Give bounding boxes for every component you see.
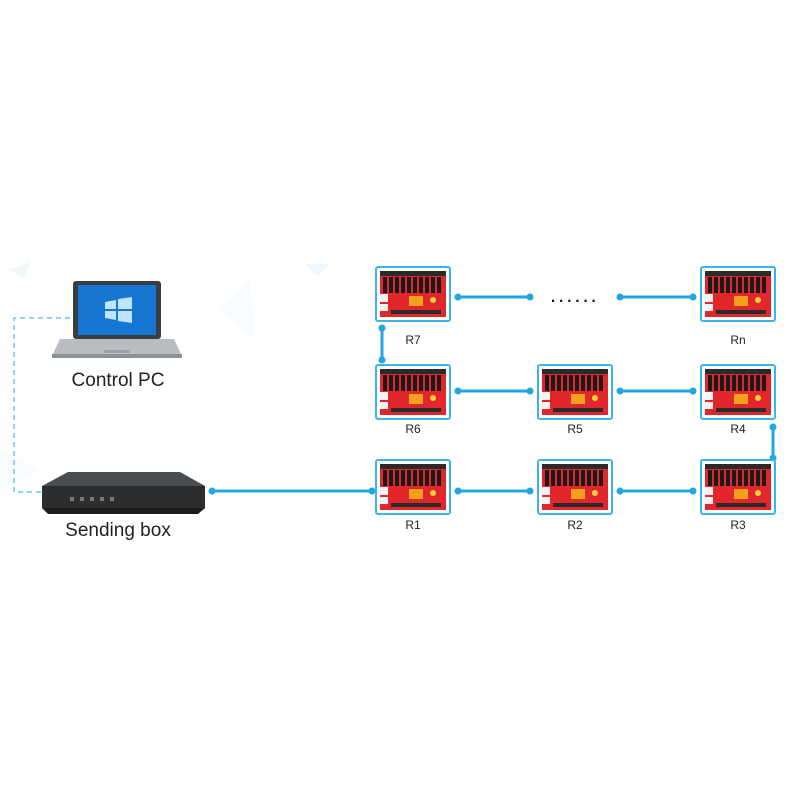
cable-endpoints <box>208 293 777 495</box>
receiver-label-rn: Rn <box>730 333 746 347</box>
laptop-icon <box>52 281 182 358</box>
receiver-label-r3: R3 <box>730 518 746 532</box>
receiver-card-r7 <box>375 266 451 322</box>
pc-to-box-dashed-link <box>13 317 70 493</box>
sending-box-label: Sending box <box>65 520 171 541</box>
receiver-label-r1: R1 <box>405 518 421 532</box>
receiver-label-r7: R7 <box>405 333 421 347</box>
receiver-card-r4 <box>700 364 776 420</box>
receiver-label-r2: R2 <box>567 518 583 532</box>
control-pc-label: Control PC <box>71 370 165 391</box>
background-decoration <box>0 262 330 490</box>
receiver-card-r6 <box>375 364 451 420</box>
cables <box>212 295 775 493</box>
sending-box-icon <box>42 472 205 514</box>
receiver-label-r5: R5 <box>567 422 583 436</box>
receiver-card-rn <box>700 266 776 322</box>
receiver-ellipsis: ...... <box>550 282 599 307</box>
receiver-card-r5 <box>537 364 613 420</box>
receiver-card-r2 <box>537 459 613 515</box>
receiver-label-r4: R4 <box>730 422 746 436</box>
receiver-card-r1 <box>375 459 451 515</box>
receiver-label-r6: R6 <box>405 422 421 436</box>
receiver-card-r3 <box>700 459 776 515</box>
